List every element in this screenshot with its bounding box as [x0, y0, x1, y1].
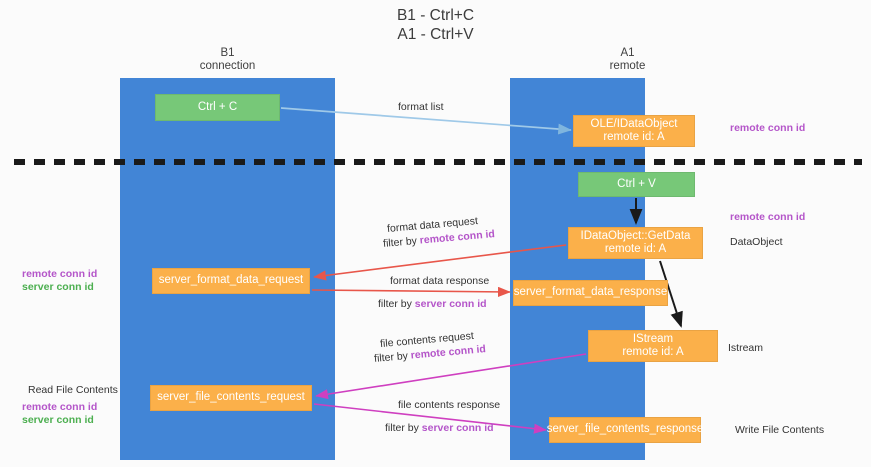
node-istream[interactable]: IStream remote id: A: [588, 330, 718, 362]
annotation-left-conn-ids-top: remote conn id server conn id: [22, 268, 97, 294]
edge-label-file-contents-response: file contents response: [398, 399, 501, 411]
node-sfd-request-label: server_format_data_request: [158, 274, 304, 287]
annotation-remote-conn-id-top: remote conn id: [730, 122, 806, 134]
filter-prefix: filter by: [373, 349, 412, 365]
filter-prefix: filter by: [378, 298, 415, 310]
node-istream-sublabel: remote id: A: [622, 346, 684, 358]
arrow-format-data-response: [311, 286, 511, 297]
node-ctrl-c[interactable]: Ctrl + C: [155, 94, 280, 121]
node-server-file-contents-request[interactable]: server_file_contents_request: [150, 385, 312, 411]
annotation-write-file-contents: Write File Contents: [735, 424, 825, 436]
swimlane-header-a1: A1 remote: [510, 47, 745, 73]
node-ctrl-v[interactable]: Ctrl + V: [578, 172, 695, 197]
annotation-left-conn-ids-bottom: remote conn id server conn id: [22, 401, 97, 427]
swimlane-a1-name: A1: [620, 47, 635, 59]
node-server-file-contents-response[interactable]: server_file_contents_response: [546, 417, 704, 443]
swimlane-header-b1: B1 connection: [120, 47, 335, 73]
node-idataobject[interactable]: OLE/IDataObject remote id: A: [573, 115, 695, 147]
node-server-format-data-response[interactable]: server_format_data_response: [513, 280, 668, 306]
node-sfd-response-label: server_format_data_response: [513, 286, 668, 299]
annotation-left-server-conn-id-2: server conn id: [22, 414, 94, 426]
filter-key: server conn id: [421, 422, 494, 434]
node-istream-label: IStream: [632, 332, 674, 345]
annotation-istream: Istream: [728, 342, 764, 354]
annotation-left-server-conn-id-1: server conn id: [22, 281, 94, 293]
edge-label-file-contents-response-filter: filter by server conn id: [385, 422, 494, 435]
edge-label-format-data-response: format data response: [390, 275, 490, 287]
edge-label-format-list: format list: [398, 101, 444, 113]
swimlane-b1-role: connection: [199, 60, 256, 72]
node-sfc-request-label: server_file_contents_request: [157, 391, 305, 404]
node-sfc-response-label: server_file_contents_response: [546, 423, 704, 436]
edge-label-format-data-response-filter: filter by server conn id: [378, 298, 487, 311]
node-idataobject-getdata[interactable]: IDataObject::GetData remote id: A: [568, 227, 703, 259]
annotation-read-file-contents: Read File Contents: [28, 384, 118, 396]
annotation-left-remote-conn-id-2: remote conn id: [22, 401, 98, 413]
swimlane-a1-role: remote: [609, 60, 646, 72]
filter-key: server conn id: [414, 298, 487, 310]
title-line-2: A1 - Ctrl+V: [397, 26, 474, 43]
node-server-format-data-request[interactable]: server_format_data_request: [152, 268, 310, 294]
swimlane-b1-name: B1: [220, 47, 235, 59]
filter-prefix: filter by: [382, 234, 421, 250]
filter-prefix: filter by: [385, 422, 422, 434]
annotation-remote-conn-id-mid: remote conn id: [730, 211, 806, 223]
node-ctrl-v-label: Ctrl + V: [617, 177, 656, 190]
annotation-dataobject: DataObject: [730, 236, 783, 248]
node-ctrl-c-label: Ctrl + C: [197, 100, 238, 113]
diagram-title: B1 - Ctrl+C A1 - Ctrl+V: [0, 6, 871, 44]
node-idataobject-label: OLE/IDataObject: [590, 117, 678, 130]
node-getdata-label: IDataObject::GetData: [580, 229, 691, 242]
annotation-left-remote-conn-id-1: remote conn id: [22, 268, 98, 280]
title-line-1: B1 - Ctrl+C: [396, 7, 475, 24]
node-getdata-sublabel: remote id: A: [604, 243, 667, 255]
node-idataobject-sublabel: remote id: A: [603, 131, 665, 143]
